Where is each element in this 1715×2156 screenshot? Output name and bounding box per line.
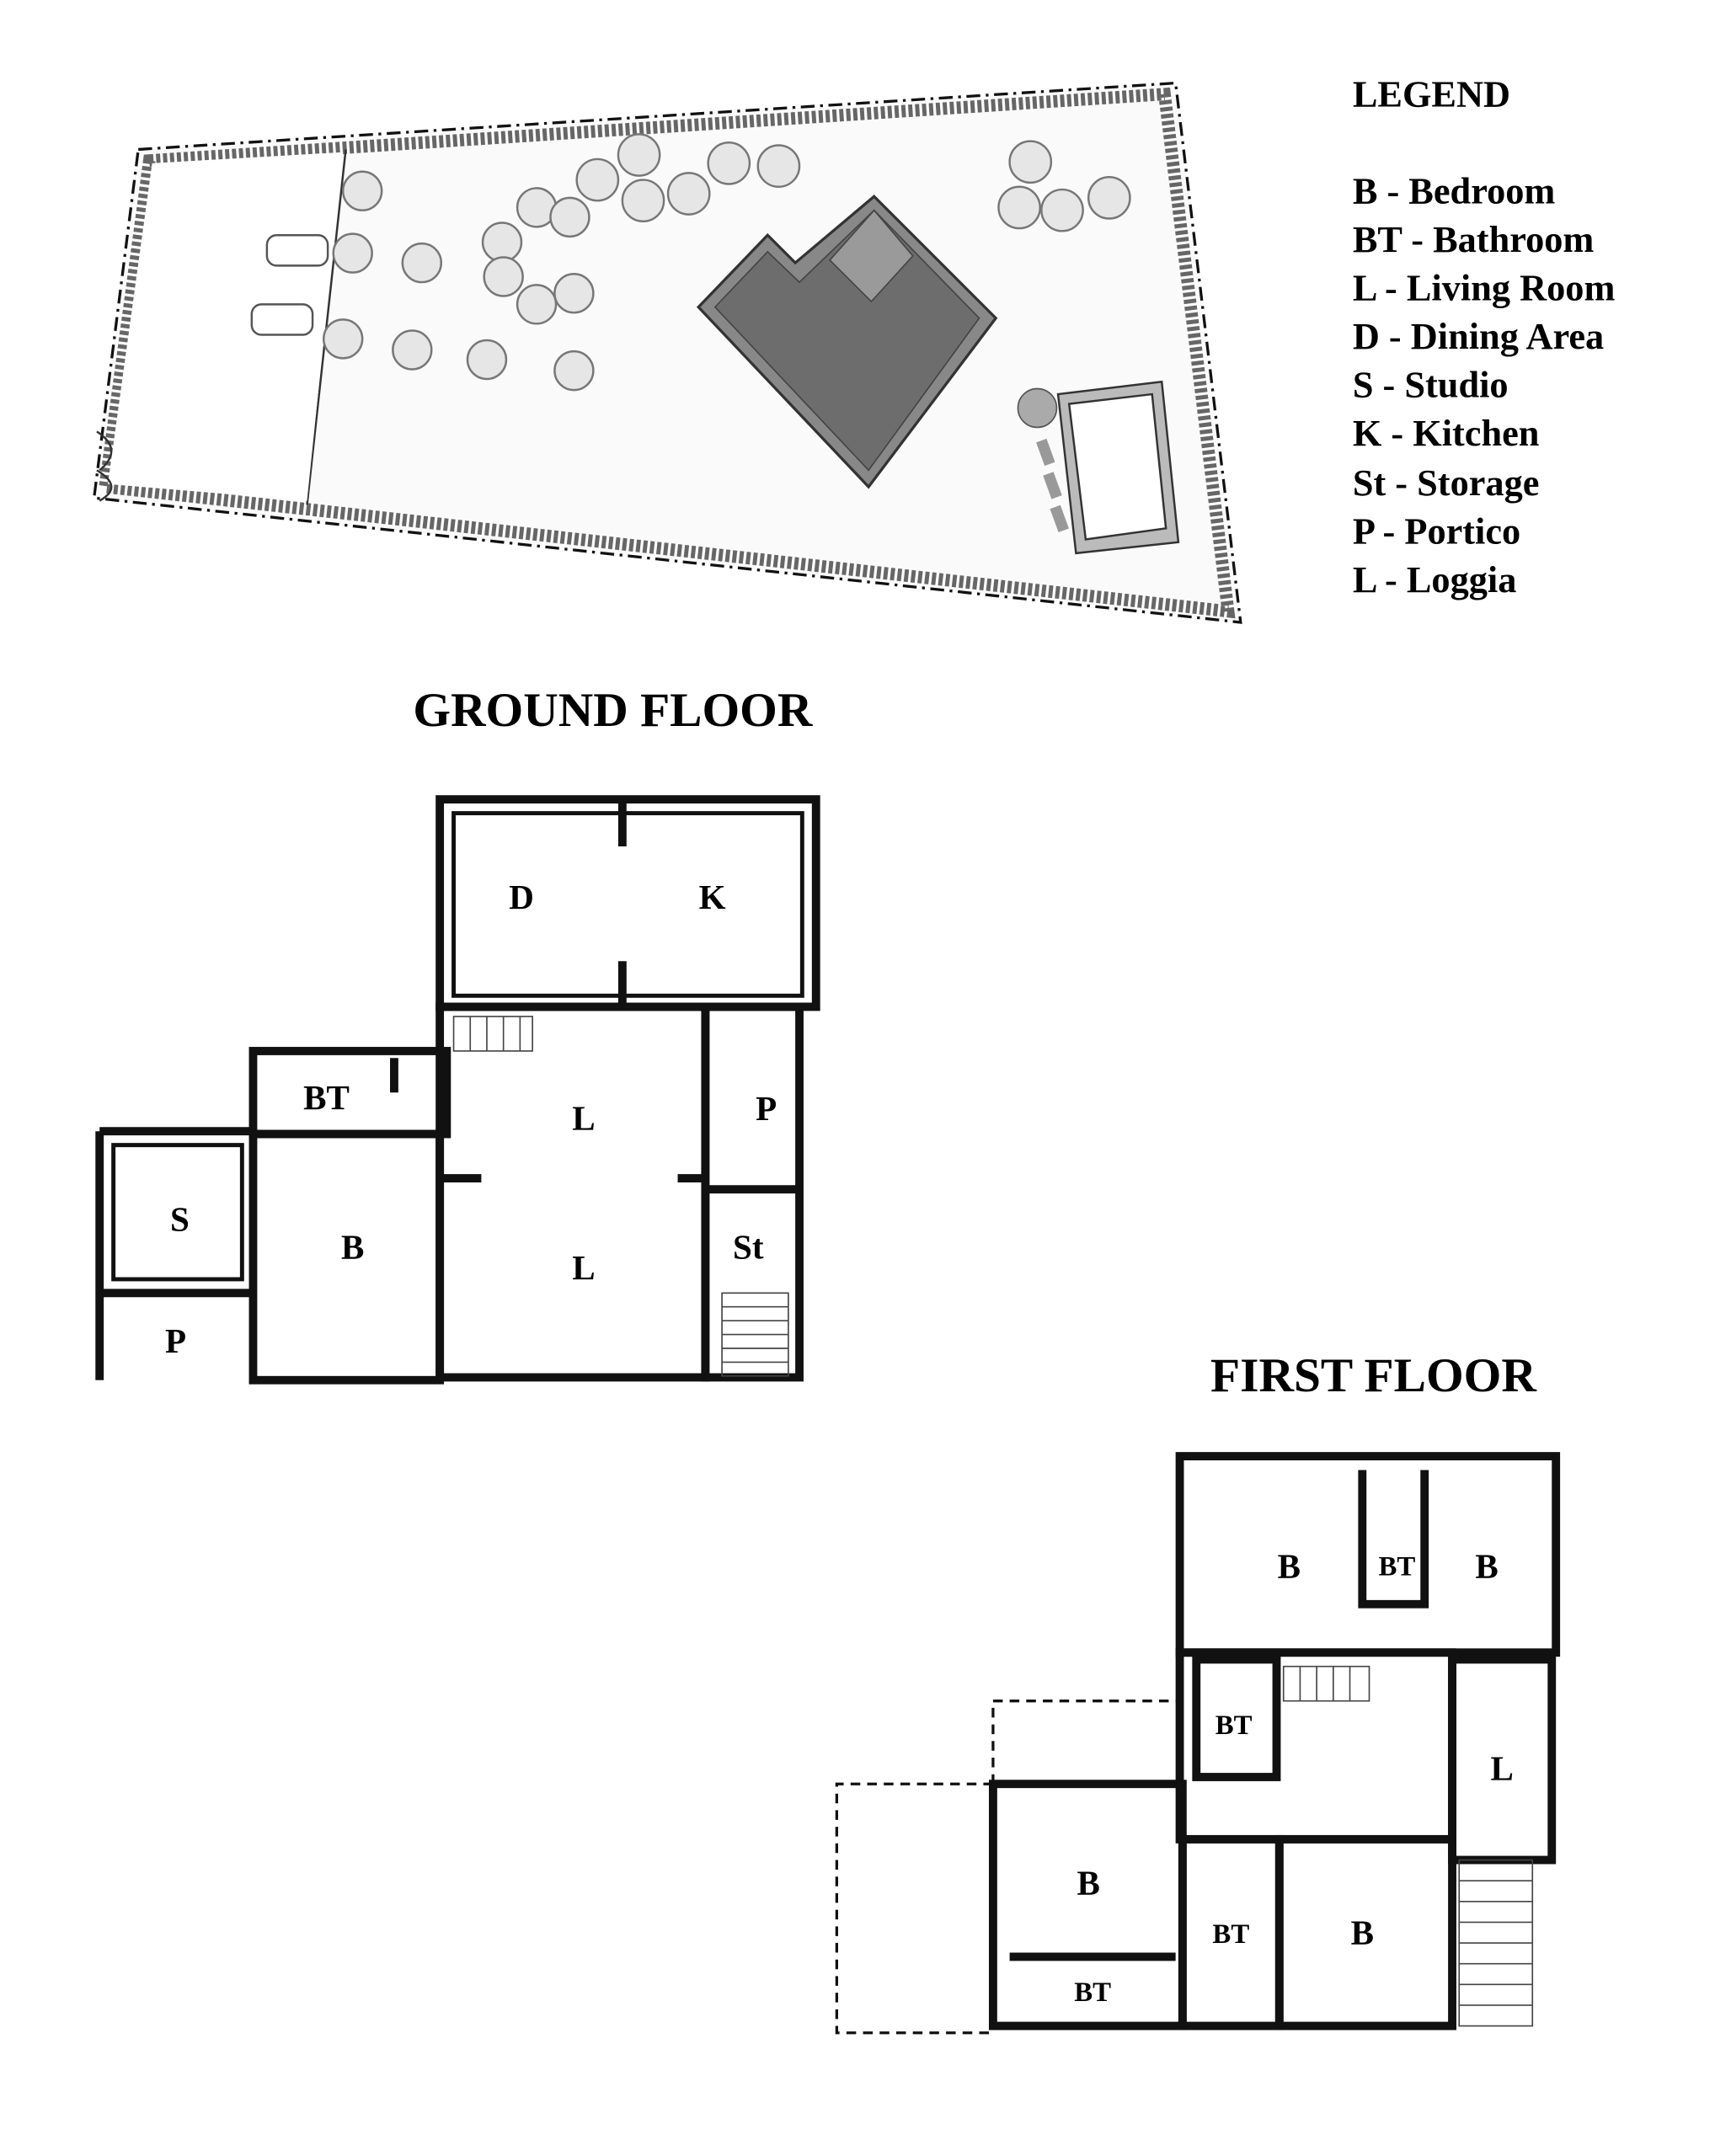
pool — [1017, 380, 1180, 555]
house-roof — [696, 195, 998, 489]
room-label: B — [341, 1227, 364, 1266]
room-label: D — [509, 878, 534, 916]
room-label: B — [1351, 1913, 1374, 1952]
legend-item: L - Living Room — [1353, 266, 1616, 308]
room-label: P — [165, 1321, 186, 1360]
ground-floor-plan: GROUND FLOOR D K BT L P S B L St P — [95, 684, 820, 1385]
room-label: BT — [1378, 1551, 1415, 1582]
legend-item: D - Dining Area — [1353, 315, 1604, 357]
hedge-border — [98, 87, 1236, 619]
first-floor-plan: FIRST FLOOR B BT B BT L B BT B BT — [835, 1349, 1561, 2035]
room-label: P — [756, 1089, 777, 1128]
room-label: K — [699, 878, 726, 916]
room-label: St — [733, 1227, 764, 1266]
car-icon — [265, 234, 329, 267]
room-label: L — [572, 1248, 595, 1287]
legend-item: P - Portico — [1353, 510, 1520, 552]
stairs-icon — [1282, 1665, 1534, 2027]
legend: LEGEND B - Bedroom BT - Bathroom L - Liv… — [1353, 73, 1616, 600]
legend-item: BT - Bathroom — [1353, 218, 1595, 260]
property-boundary — [92, 81, 1242, 624]
legend-item: B - Bedroom — [1353, 169, 1556, 211]
legend-item: K - Kitchen — [1353, 412, 1540, 454]
room-label: L — [1490, 1748, 1513, 1787]
room-label: BT — [1212, 1919, 1249, 1950]
car-icon — [250, 303, 314, 336]
site-plan — [92, 81, 1242, 624]
room-label: B — [1475, 1547, 1498, 1586]
umbrella-icon — [1017, 387, 1058, 429]
room-label: BT — [303, 1078, 350, 1117]
gate-icon — [96, 430, 113, 502]
legend-title: LEGEND — [1353, 73, 1510, 115]
room-label: B — [1077, 1864, 1100, 1903]
room-label: L — [572, 1099, 595, 1138]
legend-item: S - Studio — [1353, 363, 1509, 405]
room-label: BT — [1074, 1977, 1111, 2008]
ground-floor-title: GROUND FLOOR — [413, 684, 812, 737]
room-label: S — [170, 1199, 190, 1238]
trees — [322, 133, 1131, 392]
room-label: BT — [1215, 1710, 1253, 1741]
stairs-icon — [452, 1016, 789, 1377]
legend-item: L - Loggia — [1353, 558, 1517, 600]
room-label: B — [1278, 1547, 1301, 1586]
legend-item: St - Storage — [1353, 462, 1540, 504]
first-floor-title: FIRST FLOOR — [1210, 1349, 1536, 1402]
